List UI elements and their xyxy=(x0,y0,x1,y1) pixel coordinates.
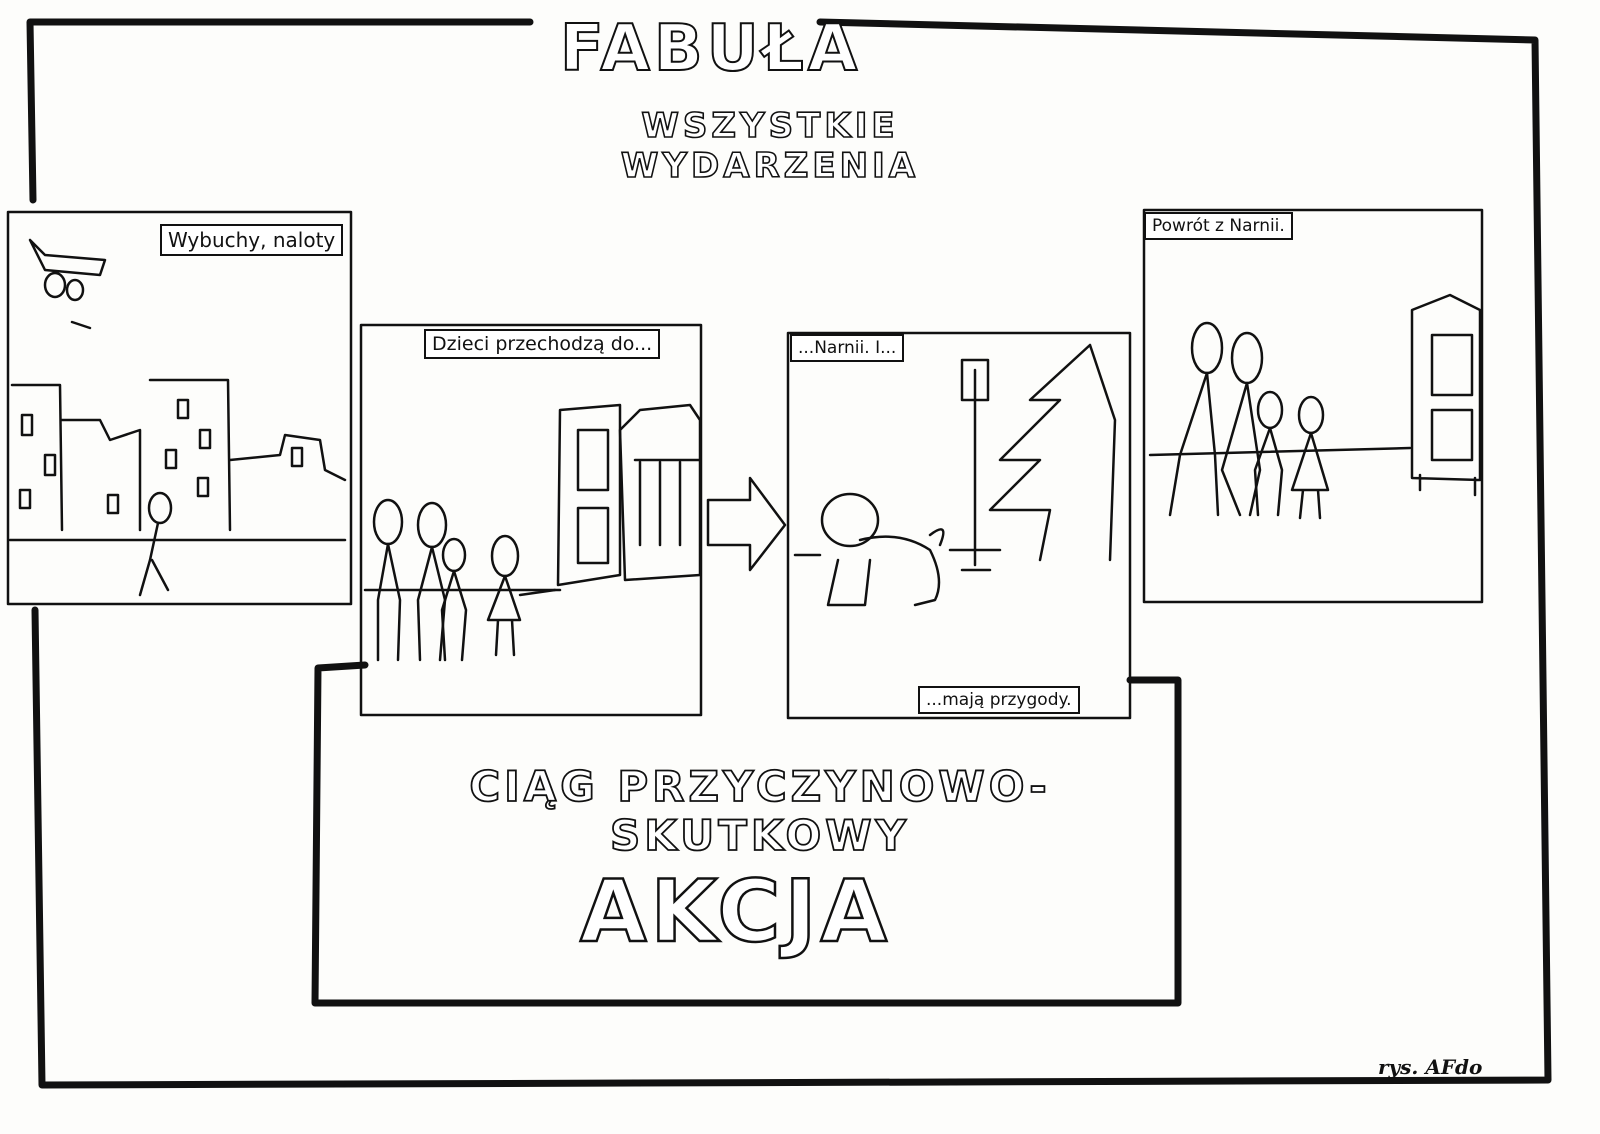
inner-label: AKCJA xyxy=(579,861,892,964)
panel-1-frame xyxy=(6,210,353,606)
panel-4-caption: Powrót z Narnii. xyxy=(1144,212,1293,240)
panel-3-caption: ...Narnii. I... xyxy=(790,334,905,362)
inner-heading: CIĄG PRZYCZYNOWO-SKUTKOWY xyxy=(468,761,1051,861)
arrow xyxy=(706,476,787,572)
main-title: FABUŁA xyxy=(559,11,862,87)
panel-3-frame xyxy=(786,331,1132,720)
panel-3-scene xyxy=(793,343,1117,607)
panel-1-scene xyxy=(8,238,347,597)
panel-4-frame xyxy=(1142,208,1484,604)
signature: rys. AFdo xyxy=(1378,1055,1483,1079)
panel-2-scene xyxy=(363,403,702,662)
panel-2-caption: Dzieci przechodzą do... xyxy=(424,329,661,359)
panel-2-frame xyxy=(359,323,703,717)
panel-1-caption: Wybuchy, naloty xyxy=(160,224,344,256)
subtitle: WSZYSTKIE WYDARZENIA xyxy=(620,105,920,187)
outer-frame xyxy=(26,18,1552,1089)
panel-3-caption-bottom: ...mają przygody. xyxy=(918,686,1080,714)
panel-4-scene xyxy=(1148,293,1482,520)
inner-box xyxy=(311,661,1182,1007)
